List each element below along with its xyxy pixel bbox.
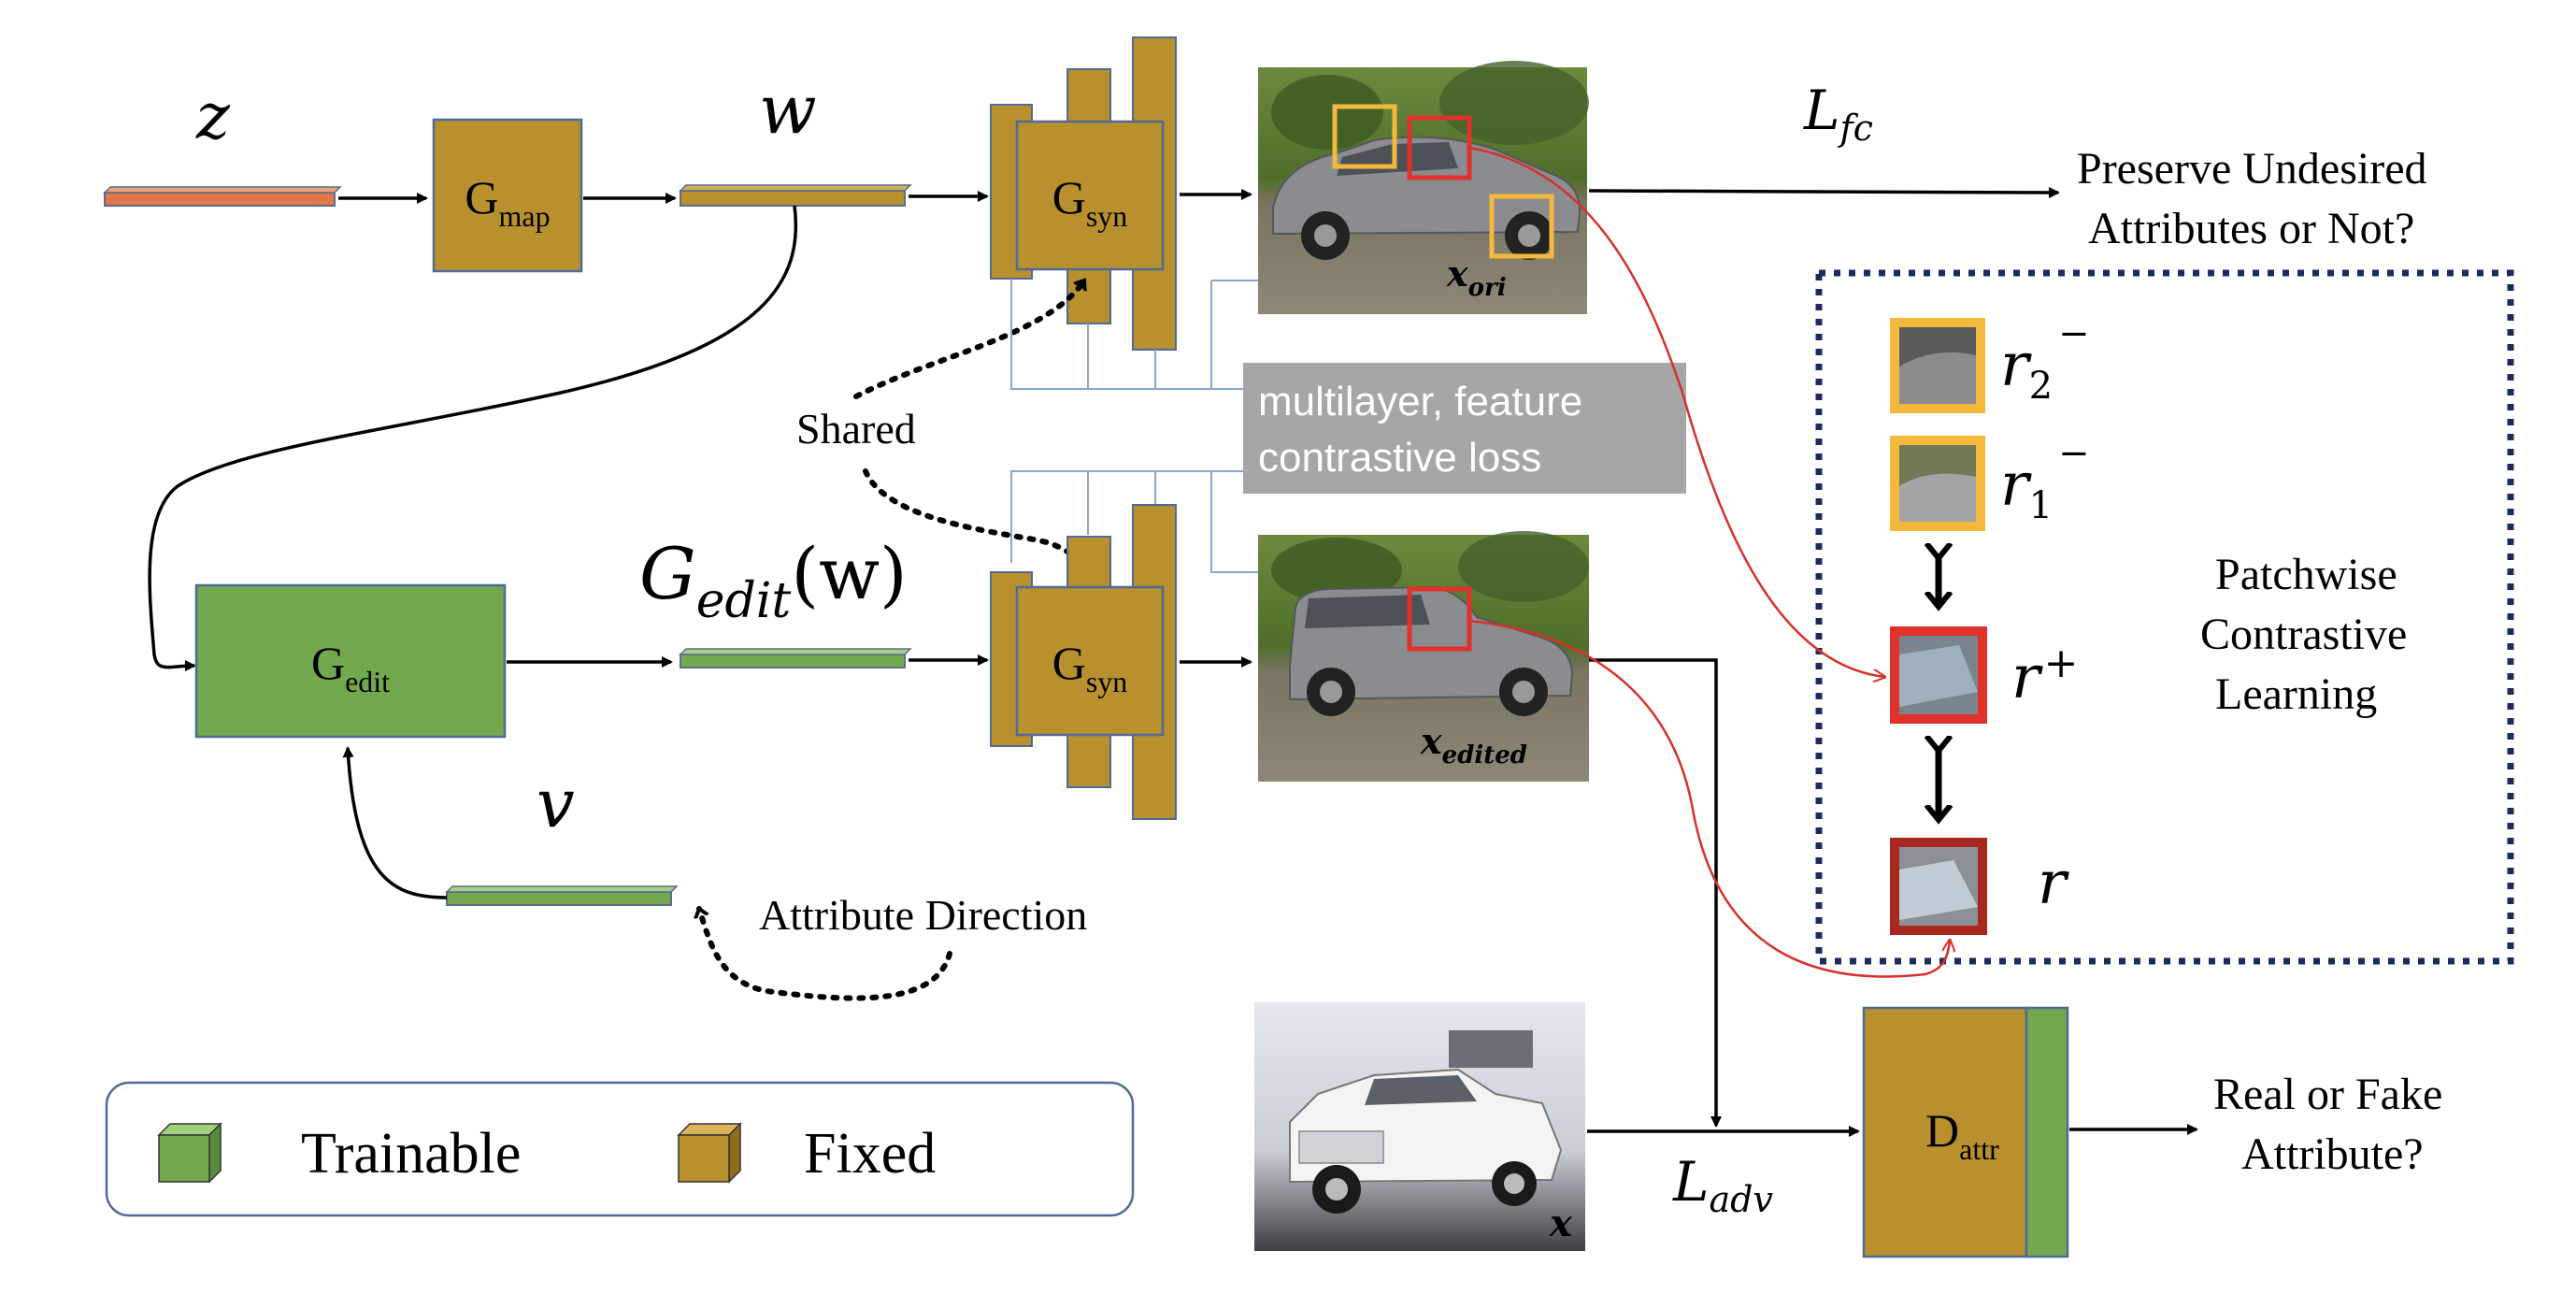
patch-line2: Contrastive: [2200, 610, 2407, 659]
w-label: w: [759, 70, 817, 149]
patch-r2: [1890, 318, 1985, 413]
g-syn-bottom-label: G: [1052, 637, 1086, 689]
svg-text:r1−: r1−: [2000, 432, 2090, 527]
legend-trainable: Trainable: [301, 1122, 521, 1186]
x-ori-label: x: [1446, 252, 1469, 295]
legend-fixed: Fixed: [804, 1122, 936, 1186]
contrastive-loss-box: multilayer, feature contrastive loss: [1243, 363, 1686, 494]
svg-text:xedited: xedited: [1420, 720, 1527, 769]
contrastive-line1: multilayer, feature: [1258, 379, 1582, 424]
l-fc-label: L: [1803, 79, 1840, 142]
x-ori-image: xori: [1258, 61, 1589, 314]
svg-text:r+: r+: [2011, 640, 2078, 712]
shared-dotted-top: [853, 278, 1087, 399]
shared-label: Shared: [796, 405, 916, 453]
xedited-to-dattr-path: [1589, 658, 1722, 1128]
edited-latent-bar: [679, 648, 912, 669]
d-attr-block: Dattr: [1862, 1006, 2069, 1258]
g-map-block: Gmap: [432, 118, 583, 273]
x-edited-label: x: [1420, 720, 1443, 762]
contrastive-line2: contrastive loss: [1258, 435, 1541, 481]
svg-text:Gedit(w): Gedit(w): [639, 532, 908, 629]
svg-text:Gedit: Gedit: [311, 637, 390, 698]
svg-text:Gsyn: Gsyn: [1052, 171, 1128, 233]
preserve-line1: Preserve Undesired: [2077, 144, 2427, 194]
preserve-line2: Attributes or Not?: [2088, 204, 2414, 253]
real-fake-line2: Attribute?: [2241, 1129, 2424, 1179]
g-map-label: G: [465, 171, 498, 223]
x-edited-image: xedited: [1258, 531, 1589, 782]
patch-r: [1890, 838, 1987, 935]
g-map-sub: map: [499, 199, 551, 233]
r1-label: r: [2000, 451, 2032, 520]
svg-text:r2−: r2−: [2000, 312, 2090, 408]
d-attr-label: D: [1925, 1104, 1959, 1157]
fixed-cube-icon: [677, 1122, 742, 1184]
x-real-image: x: [1254, 1002, 1585, 1251]
svg-text:Gsyn: Gsyn: [1052, 637, 1128, 698]
svg-text:Gmap: Gmap: [465, 171, 550, 233]
multilayer-connector-lines: [1010, 279, 1258, 573]
attribute-direction-label: Attribute Direction: [759, 891, 1087, 939]
v-to-gedit-curve: [342, 746, 448, 899]
patch-line1: Patchwise: [2215, 550, 2397, 599]
red-link-xori-to-rpos: [1468, 146, 1884, 677]
patch-r1: [1890, 436, 1985, 531]
z-label: z: [195, 80, 231, 154]
g-edit-block: Gedit: [194, 583, 507, 739]
patch-r-positive: [1890, 626, 1987, 724]
svg-text:Ladv: Ladv: [1672, 1150, 1773, 1220]
attribute-direction-bar: [445, 885, 679, 906]
svg-text:Dattr: Dattr: [1925, 1104, 1999, 1166]
trainable-cube-icon: [157, 1122, 222, 1184]
v-label: v: [537, 764, 575, 842]
r-label: r: [2038, 849, 2069, 918]
patch-line3: Learning: [2215, 669, 2377, 719]
svg-text:xori: xori: [1446, 252, 1507, 302]
real-fake-line1: Real or Fake: [2213, 1070, 2442, 1119]
red-link-xedited-to-r: [1468, 619, 1950, 978]
xori-to-preserve-arrow: [1588, 186, 2060, 198]
w-to-gedit-curve: [148, 205, 798, 672]
g-syn-top-label: G: [1052, 171, 1086, 223]
attribute-direction-dotted: [699, 909, 952, 1001]
svg-text:Lfc: Lfc: [1803, 79, 1873, 149]
x-real-label: x: [1549, 1201, 1573, 1245]
r-pos-label: r: [2011, 643, 2043, 712]
r2-label: r: [2000, 331, 2032, 400]
g-syn-bottom-block: Gsyn: [990, 504, 1177, 820]
legend-box: Trainable Fixed: [105, 1081, 1135, 1217]
l-adv-label: L: [1672, 1150, 1710, 1214]
g-edit-w-label: G: [639, 532, 696, 615]
w-latent-bar: [679, 184, 912, 207]
g-syn-top-block: Gsyn: [990, 36, 1177, 351]
g-edit-label: G: [311, 637, 345, 689]
z-latent-bar: [103, 186, 342, 207]
patchwise-panel: [1815, 269, 2514, 965]
